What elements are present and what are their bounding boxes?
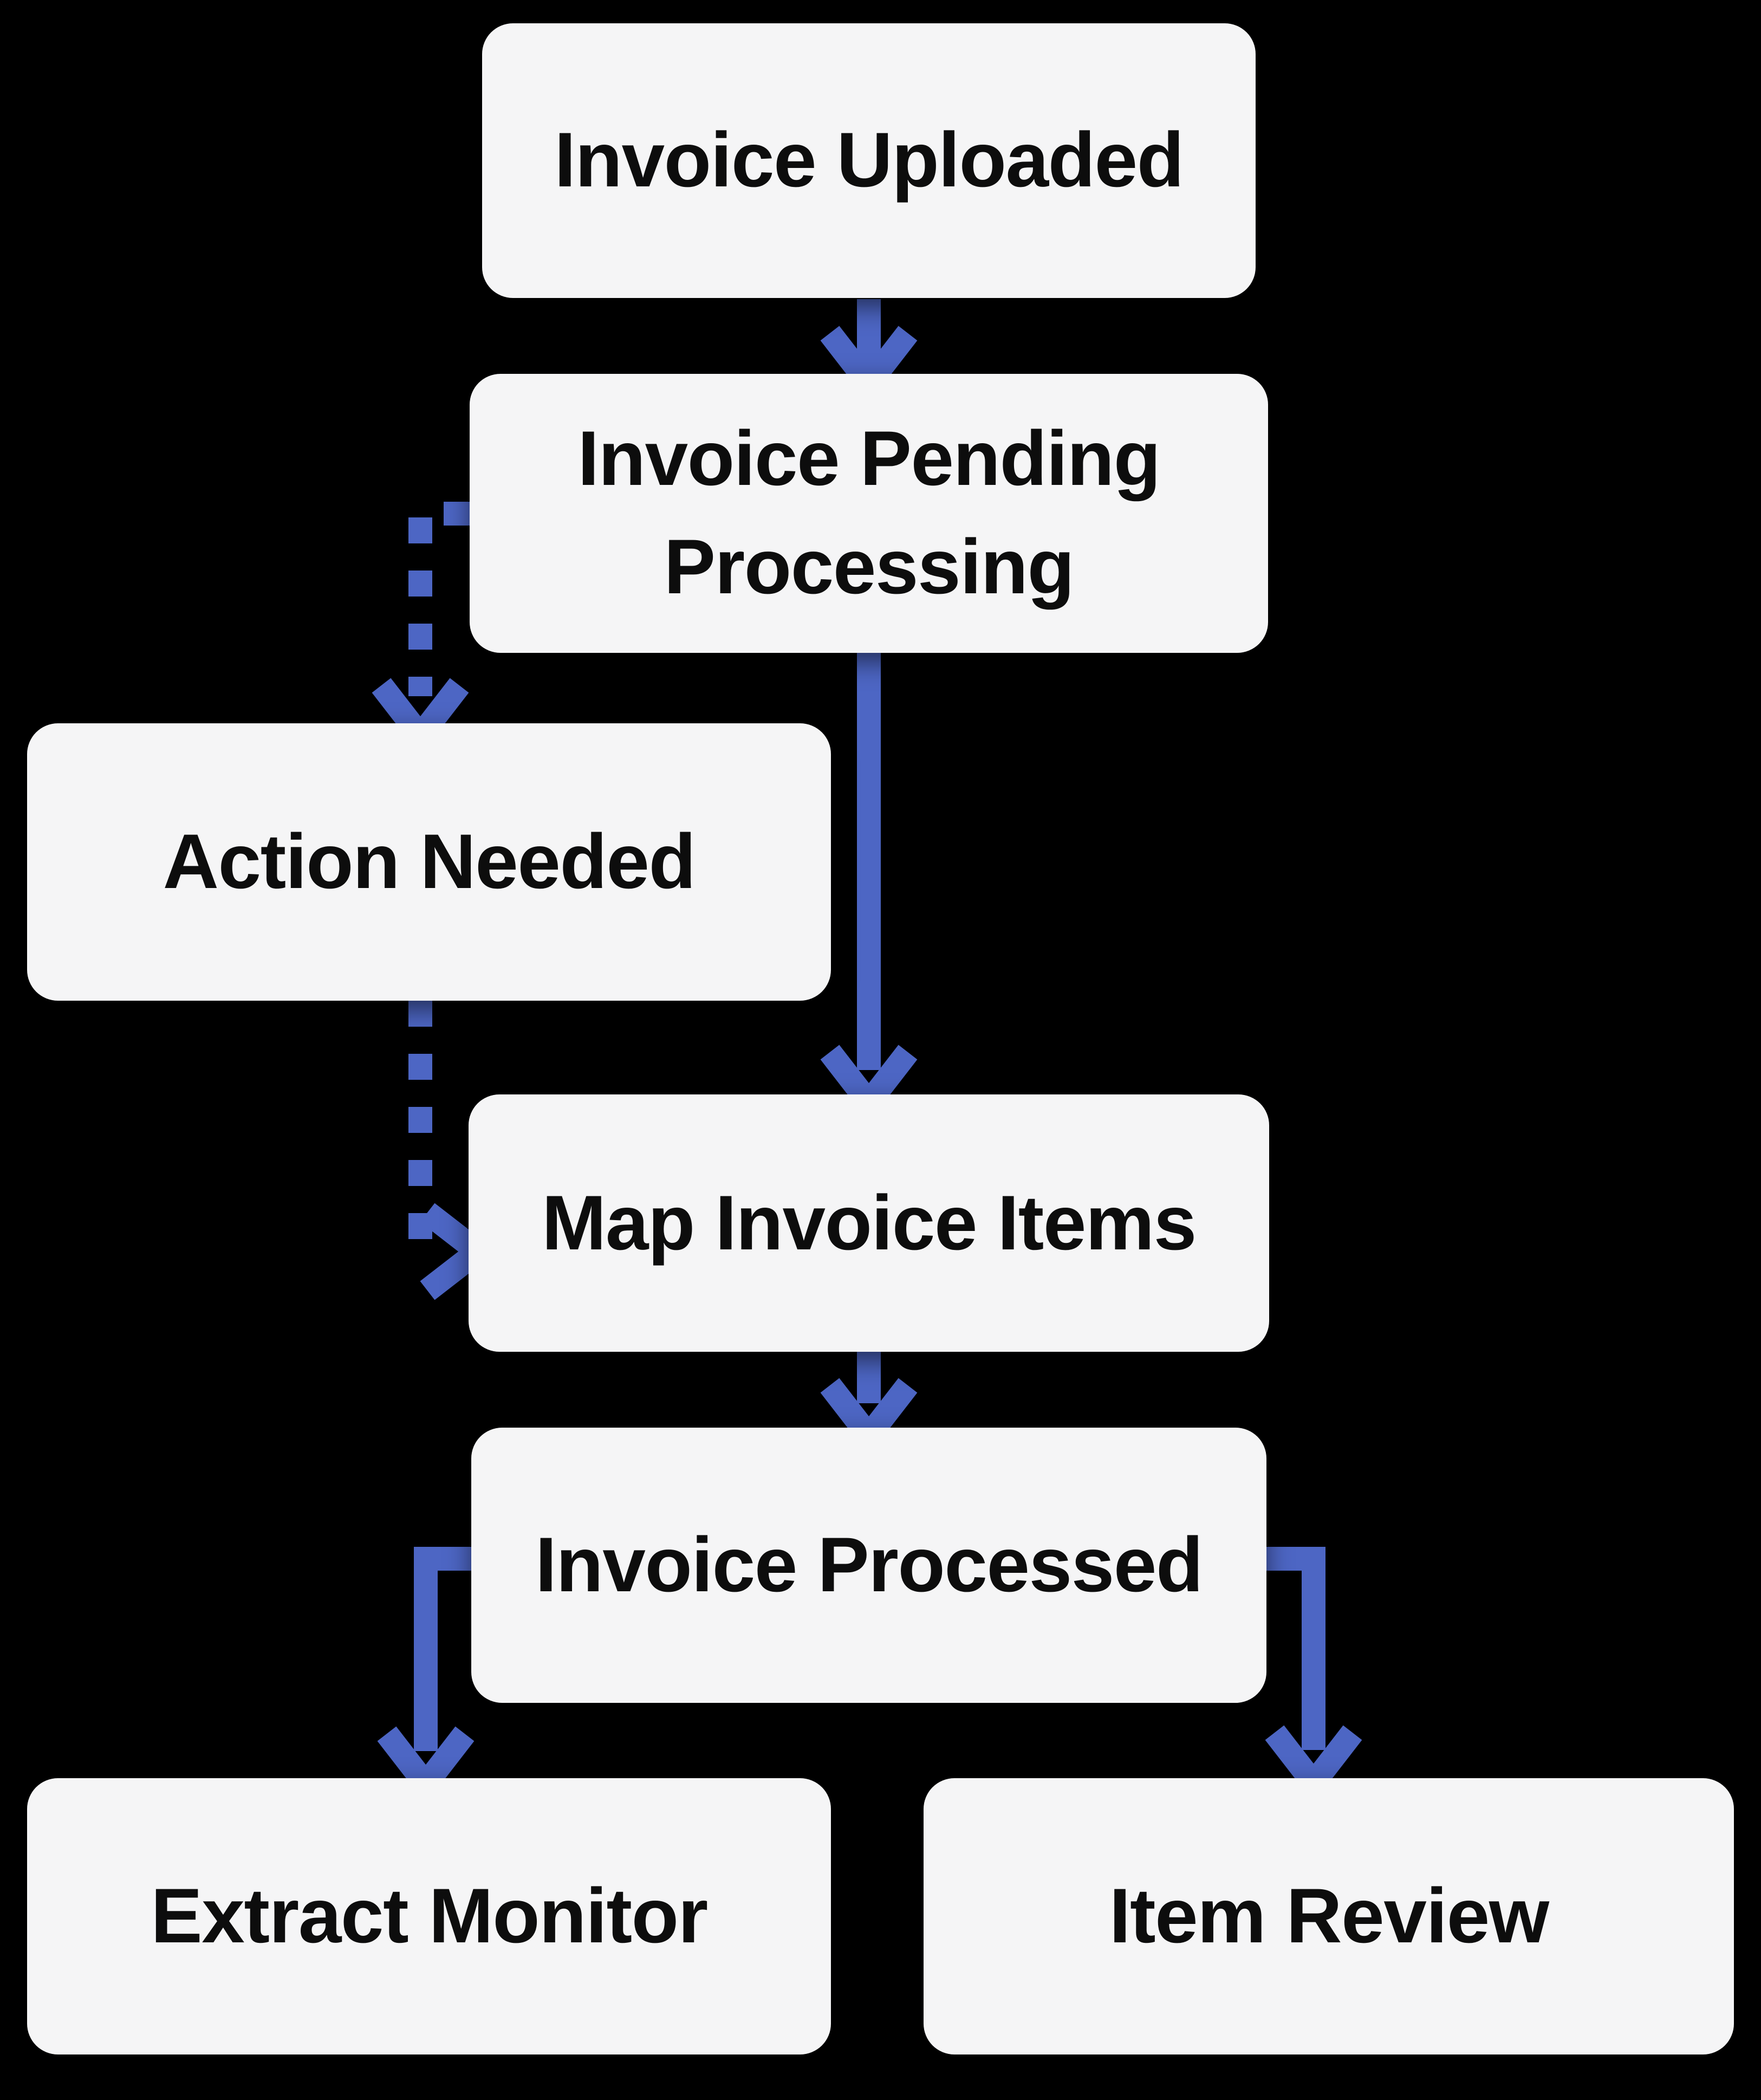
node-label: Invoice Pending Processing: [577, 416, 1161, 611]
node-label: Item Review: [1109, 1872, 1549, 1959]
edge-processed-review-shaft: [1261, 1547, 1325, 1750]
node-action-needed: Action Needed: [27, 723, 831, 1001]
node-invoice-processed: Invoice Processed: [471, 1427, 1267, 1703]
node-item-review: Item Review: [924, 1778, 1734, 2054]
node-invoice-uploaded: Invoice Uploaded: [482, 23, 1256, 298]
node-label: Map Invoice Items: [542, 1179, 1197, 1266]
node-extract-monitor: Extract Monitor: [27, 1778, 831, 2054]
node-label: Invoice Processed: [535, 1521, 1203, 1608]
node-label: Action Needed: [163, 818, 696, 905]
node-invoice-pending-processing: Invoice Pending Processing: [470, 373, 1269, 653]
node-label: Invoice Uploaded: [554, 117, 1184, 204]
node-map-invoice-items: Map Invoice Items: [469, 1094, 1269, 1352]
edge-pending-action-dashed-shaft: [408, 502, 470, 696]
node-label: Extract Monitor: [151, 1872, 708, 1959]
edge-processed-extract-shaft: [414, 1547, 477, 1751]
